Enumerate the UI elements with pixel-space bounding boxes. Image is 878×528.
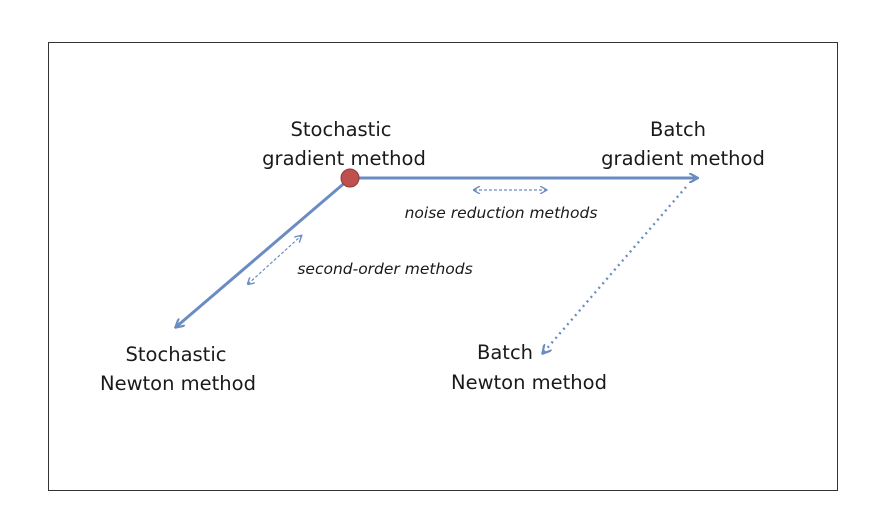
batch-gradient-label-line2: gradient method [601,147,765,170]
second-order-arrow [248,236,301,284]
sgd-node-dot [340,168,360,188]
sgd-label-line2: gradient method [262,147,426,170]
stochastic-newton-label-line1: Stochastic [126,343,227,366]
arrow-batch-gradient-to-batch-newton [543,186,687,353]
sgd-label-line1: Stochastic [291,118,392,141]
batch-newton-label-line1: Batch [477,341,533,364]
batch-newton-label-line2: Newton method [451,371,607,394]
batch-gradient-label-line1: Batch [650,118,706,141]
stochastic-newton-label-line2: Newton method [100,372,256,395]
noise-reduction-label: noise reduction methods [405,204,598,222]
second-order-label: second-order methods [297,260,472,278]
diagram-frame [48,42,838,491]
arrow-sgd-to-stochastic-newton [176,178,349,327]
